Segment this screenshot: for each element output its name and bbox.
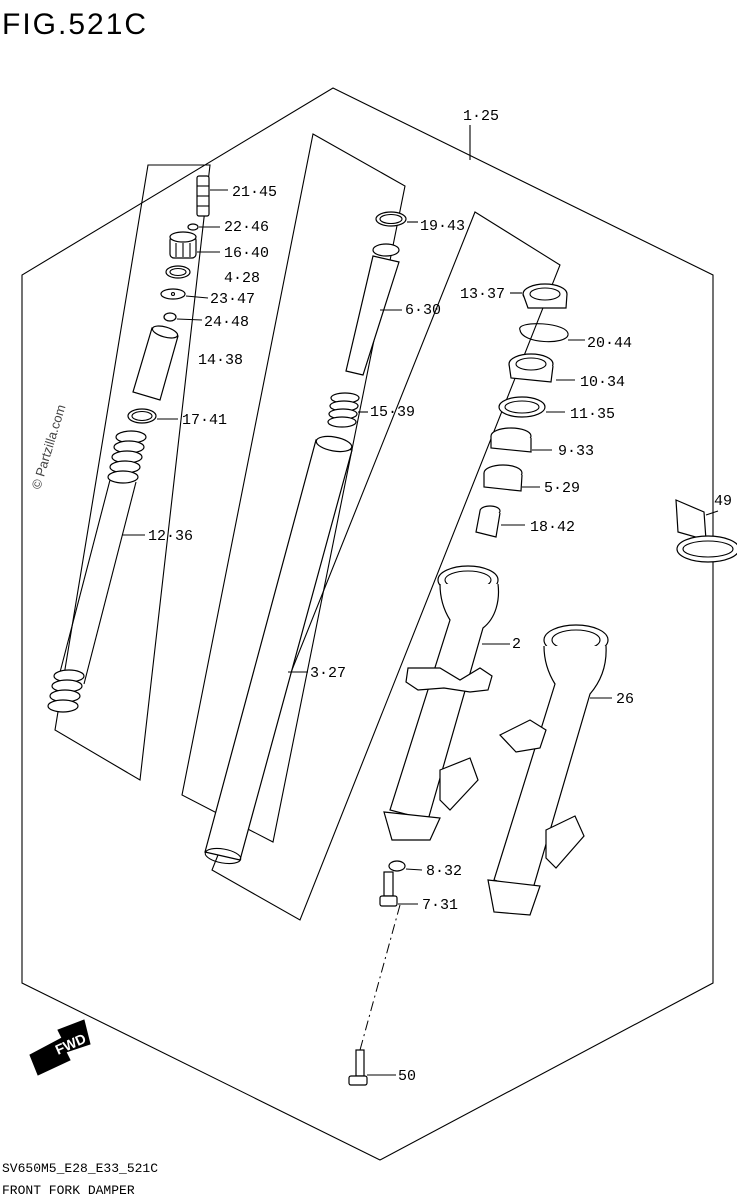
outer-tube-left-part xyxy=(383,565,510,841)
fwd-label: FWD xyxy=(53,1030,89,1058)
callout-10-34: 10·34 xyxy=(580,374,625,391)
lock-nut-part xyxy=(163,312,203,322)
model-code: SV650M5_E28_E33_521C xyxy=(2,1161,158,1176)
centre-line xyxy=(359,904,401,1051)
spring-group-outline xyxy=(54,164,211,781)
callout-23-47: 23·47 xyxy=(210,291,255,308)
rebound-spring-part xyxy=(327,392,368,428)
callout-5-29: 5·29 xyxy=(544,480,580,497)
inner-tube-part xyxy=(204,435,353,865)
fork-spring-part xyxy=(47,430,147,713)
seal-washer-part xyxy=(498,396,565,418)
callout-4-28: 4·28 xyxy=(224,270,260,287)
callout-9-33: 9·33 xyxy=(558,443,594,460)
callout-6-30: 6·30 xyxy=(405,302,441,319)
damper-rod-part xyxy=(345,243,402,376)
small-oring-part xyxy=(187,223,220,231)
stopper-ring-part xyxy=(519,323,585,343)
callout-12-36: 12·36 xyxy=(148,528,193,545)
outer-tube-right-part xyxy=(487,624,612,916)
callout-21-45: 21·45 xyxy=(232,184,277,201)
callout-13-37: 13·37 xyxy=(460,286,505,303)
callout-11-35: 11·35 xyxy=(570,406,615,423)
oil-seal-part xyxy=(508,353,575,383)
tube-group-outline xyxy=(211,211,561,921)
callout-22-46: 22·46 xyxy=(224,219,269,236)
callout-26: 26 xyxy=(616,691,634,708)
callout-24-48: 24·48 xyxy=(204,314,249,331)
watermark: © Partzilla.com xyxy=(29,403,69,491)
sleeve-part xyxy=(675,499,737,563)
cap-oring-part xyxy=(165,265,191,279)
fwd-arrow-icon: FWD xyxy=(29,1019,91,1076)
oil-lock-piece-part xyxy=(475,505,525,538)
cap-bolt-part xyxy=(169,231,220,259)
callout-8-32: 8·32 xyxy=(426,863,462,880)
adjuster-bolt-part xyxy=(196,175,228,217)
cartridge-group-outline xyxy=(181,133,406,843)
callout-17-41: 17·41 xyxy=(182,412,227,429)
spring-seat-ring-part xyxy=(127,408,178,424)
snap-ring-part xyxy=(375,211,418,227)
callout-18-42: 18·42 xyxy=(530,519,575,536)
dust-seal-part xyxy=(510,283,568,309)
callout-1-25: 1·25 xyxy=(463,108,499,125)
figure-title: FIG.521C xyxy=(2,8,148,41)
guide-bushing-part xyxy=(490,427,552,453)
callout-2: 2 xyxy=(512,636,521,653)
bottom-bolt-part xyxy=(379,871,418,907)
callout-7-31: 7·31 xyxy=(422,897,458,914)
assembly-boundary xyxy=(21,87,714,1161)
washer-part xyxy=(160,288,209,300)
gasket-part xyxy=(388,860,423,872)
spacer-part xyxy=(132,325,179,401)
callout-20-44: 20·44 xyxy=(587,335,632,352)
screw-part xyxy=(348,1049,396,1086)
diagram-caption: FRONT FORK DAMPER xyxy=(2,1183,135,1198)
callout-3-27: 3·27 xyxy=(310,665,346,682)
callout-19-43: 19·43 xyxy=(420,218,465,235)
callout-16-40: 16·40 xyxy=(224,245,269,262)
callout-50: 50 xyxy=(398,1068,416,1085)
callout-14-38: 14·38 xyxy=(198,352,243,369)
callout-15-39: 15·39 xyxy=(370,404,415,421)
slide-bushing-part xyxy=(483,464,540,492)
callout-49: 49 xyxy=(714,493,732,510)
